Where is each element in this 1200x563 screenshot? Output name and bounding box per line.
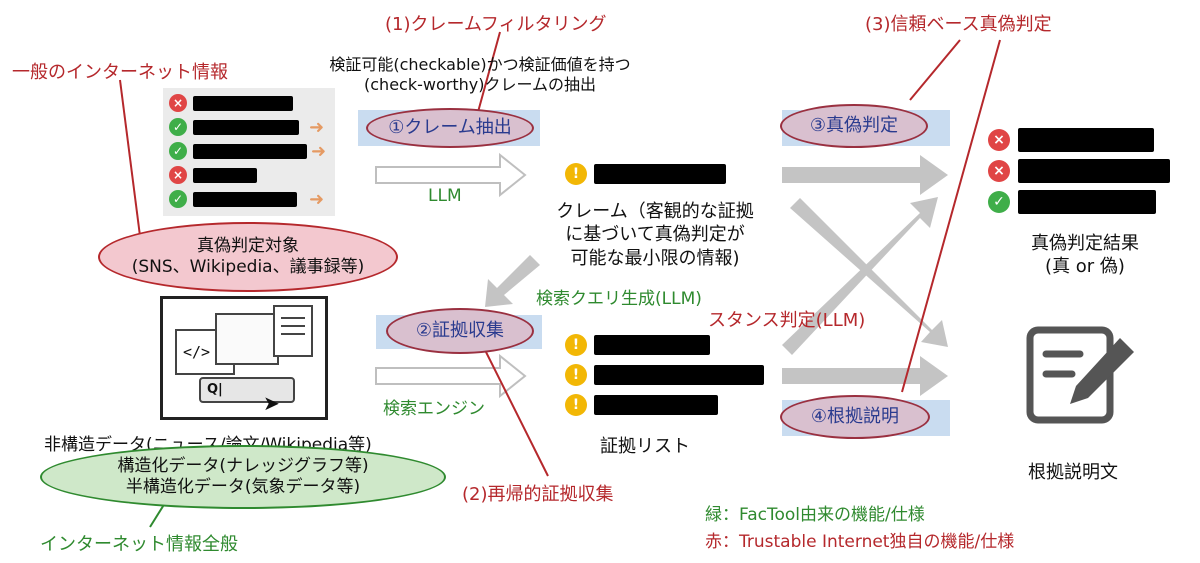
claim-description-line: に基づいて真偽判定が — [565, 224, 745, 246]
evidence-list-label: 証拠リスト — [600, 436, 690, 457]
result-label-line: 真偽判定結果 — [1031, 233, 1139, 254]
redacted-bar — [193, 192, 297, 207]
result-label-line: (真 or 偽) — [1045, 256, 1125, 278]
search-engine-arrow — [375, 353, 527, 399]
filter-description: 検証可能(checkable)かつ検証価値を持つ (check-worthy)ク… — [300, 55, 660, 95]
target-list-panel: × ✓ ➜ ✓ ➜ × ✓ ➜ — [163, 88, 335, 216]
search-engine-label: 検索エンジン — [383, 399, 485, 419]
cross-icon: × — [169, 166, 187, 184]
trust-pointer-1 — [909, 39, 961, 101]
legend-green: 緑：FacTool由来の機能/仕様 — [705, 505, 925, 525]
query-arrow — [485, 255, 540, 307]
cross-icon: × — [169, 94, 187, 112]
general-info-label: 一般のインターネット情報 — [12, 62, 228, 83]
result-redacted-bar — [1018, 128, 1154, 152]
check-icon: ✓ — [169, 118, 187, 136]
data-types-ellipse: 構造化データ(ナレッジグラフ等) 半構造化データ(気象データ等) — [40, 445, 446, 509]
document-edit-icon — [1026, 326, 1134, 424]
all-internet-label: インターネット情報全般 — [40, 534, 238, 555]
filter-title: (1)クレームフィルタリング — [385, 14, 607, 35]
search-box-icon: Q| — [199, 377, 295, 403]
stance-arrow-up — [782, 197, 938, 355]
recursive-pointer — [479, 339, 549, 477]
query-generation-label: 検索クエリ生成(LLM) — [536, 289, 702, 309]
result-redacted-bar — [1018, 159, 1170, 183]
step4-ellipse: ④根拠説明 — [780, 395, 930, 439]
llm-label: LLM — [428, 186, 462, 206]
document-line — [281, 317, 305, 319]
redacted-bar — [193, 144, 307, 159]
check-icon: ✓ — [988, 191, 1010, 213]
document-line — [281, 325, 305, 327]
document-icon — [273, 305, 313, 357]
filter-description-line: (check-worthy)クレームの抽出 — [364, 75, 596, 94]
check-icon: ✓ — [169, 142, 187, 160]
claim-description: クレーム（客観的な証拠 に基づいて真偽判定が 可能な最小限の情報) — [525, 200, 785, 270]
step1-ellipse: ①クレーム抽出 — [366, 108, 534, 148]
image-icon — [215, 313, 279, 365]
document-line — [281, 333, 305, 335]
right-arrow-icon: ➜ — [311, 141, 327, 162]
code-glyph: </> — [183, 343, 211, 361]
explanation-label: 根拠説明文 — [1028, 462, 1118, 483]
evidence-redacted-bar — [594, 335, 710, 355]
trust-title: (3)信頼ベース真偽判定 — [865, 14, 1052, 35]
data-sources-panel: </> Q| ➤ — [160, 296, 328, 420]
evidence-redacted-bar — [594, 395, 718, 415]
warning-icon: ! — [565, 163, 587, 185]
step2-ellipse: ②証拠収集 — [386, 308, 534, 354]
right-arrow-icon: ➜ — [309, 189, 325, 210]
evidence-redacted-bar — [594, 365, 764, 385]
result-label: 真偽判定結果 (真 or 偽) — [1010, 232, 1160, 279]
target-ellipse: 真偽判定対象 (SNS、Wikipedia、議事録等) — [98, 222, 398, 292]
right-arrow-icon: ➜ — [309, 117, 325, 138]
claim-description-line: 可能な最小限の情報) — [570, 247, 740, 269]
cursor-icon: ➤ — [263, 391, 280, 415]
target-title: 真偽判定対象 — [196, 235, 299, 256]
judge-arrow — [782, 155, 948, 195]
claim-redacted-bar — [594, 164, 726, 184]
redacted-bar — [193, 120, 299, 135]
result-redacted-bar — [1018, 190, 1156, 214]
cross-icon: × — [988, 160, 1010, 182]
trust-pointer-2 — [901, 39, 1001, 393]
recursive-title: (2)再帰的証拠収集 — [462, 484, 614, 505]
redacted-bar — [193, 168, 257, 183]
warning-icon: ! — [565, 394, 587, 416]
general-info-pointer — [119, 79, 141, 237]
filter-pointer — [477, 31, 501, 113]
redacted-bar — [193, 96, 293, 111]
warning-icon: ! — [565, 364, 587, 386]
warning-icon: ! — [565, 334, 587, 356]
claim-description-line: クレーム（客観的な証拠 — [556, 201, 754, 222]
filter-description-line: 検証可能(checkable)かつ検証価値を持つ — [329, 55, 631, 74]
check-icon: ✓ — [169, 190, 187, 208]
llm-arrow — [375, 152, 527, 198]
legend-red: 赤：Trustable Internet独自の機能/仕様 — [705, 532, 1015, 552]
step3-ellipse: ③真偽判定 — [780, 104, 928, 148]
target-sources: (SNS、Wikipedia、議事録等) — [131, 257, 365, 277]
data-type-semistructured: 半構造化データ(気象データ等) — [125, 477, 361, 497]
explain-arrow — [782, 356, 948, 396]
stance-label: スタンス判定(LLM) — [708, 310, 866, 331]
cross-icon: × — [988, 129, 1010, 151]
data-type-structured: 構造化データ(ナレッジグラフ等) — [117, 455, 369, 476]
